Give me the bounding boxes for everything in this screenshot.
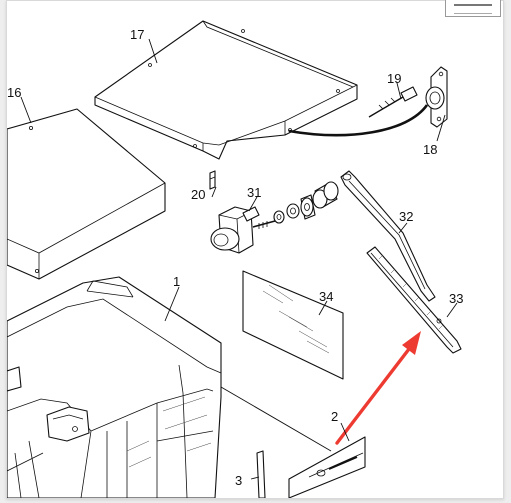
part-33-wiper-blade	[366, 246, 462, 354]
callout-31: 31	[247, 185, 261, 200]
callout-18: 18	[423, 142, 437, 157]
part-3-strip	[256, 450, 266, 498]
callout-34: 34	[319, 289, 333, 304]
part-17-roof-panel	[94, 20, 358, 160]
callout-19: 19	[387, 71, 401, 86]
callout-33: 33	[449, 291, 463, 306]
part-19-screw	[368, 86, 418, 118]
callout-16: 16	[7, 85, 21, 100]
callout-3: 3	[235, 473, 242, 488]
motor-washers-nut	[273, 181, 339, 224]
diagram-frame: 17 16 19 18 20 31 32 33 34 1 2 3	[6, 0, 504, 499]
exploded-parts-diagram: 17 16 19 18 20 31 32 33 34 1 2 3	[7, 20, 463, 498]
callout-1: 1	[173, 274, 180, 289]
part-16-roof-panel	[7, 108, 166, 280]
part-20-clip	[209, 170, 216, 190]
callout-17: 17	[130, 27, 144, 42]
part-18-motor-bracket	[288, 66, 448, 137]
leader-lines	[20, 38, 458, 480]
part-34-glass-pane	[242, 270, 344, 380]
callout-2: 2	[331, 409, 338, 424]
callout-labels: 17 16 19 18 20 31 32 33 34 1 2 3	[7, 27, 463, 488]
corner-tab	[445, 0, 501, 17]
red-pointer-arrow	[335, 331, 421, 445]
part-1-cab	[7, 276, 222, 498]
part-31-wiper-motor	[210, 206, 276, 254]
callout-20: 20	[191, 187, 205, 202]
part-2-decal	[288, 436, 366, 498]
part-32-wiper-arm	[340, 170, 436, 302]
callout-32: 32	[399, 209, 413, 224]
